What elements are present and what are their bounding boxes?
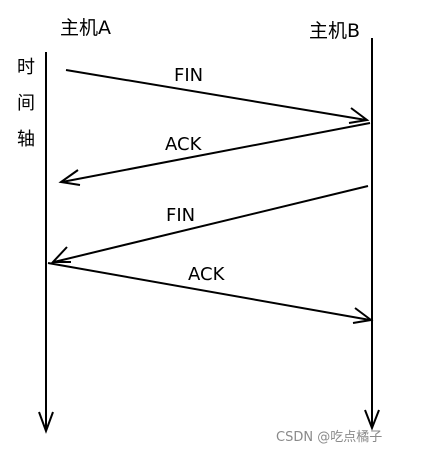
message-fin-b-to-a: FIN: [50, 185, 369, 263]
message-fin-a-to-b-label: FIN: [174, 65, 203, 86]
host-a-label: 主机A: [60, 17, 111, 39]
csdn-watermark: CSDN @吃点橘子: [276, 429, 382, 445]
message-fin-a-to-b: FIN: [65, 65, 370, 124]
time-axis-char-2: 间: [17, 93, 35, 114]
host-b-timeline: [364, 38, 380, 431]
time-axis-char-3: 轴: [17, 129, 35, 150]
message-ack-a-to-b-label: ACK: [188, 264, 226, 285]
message-ack-b-to-a: ACK: [58, 122, 371, 186]
message-fin-b-to-a-label: FIN: [166, 205, 195, 226]
time-axis-char-1: 时: [17, 57, 35, 78]
message-ack-a-to-b: ACK: [47, 262, 374, 324]
message-ack-b-to-a-label: ACK: [165, 134, 203, 155]
host-a-timeline: [38, 52, 54, 434]
host-b-label: 主机B: [309, 20, 360, 42]
